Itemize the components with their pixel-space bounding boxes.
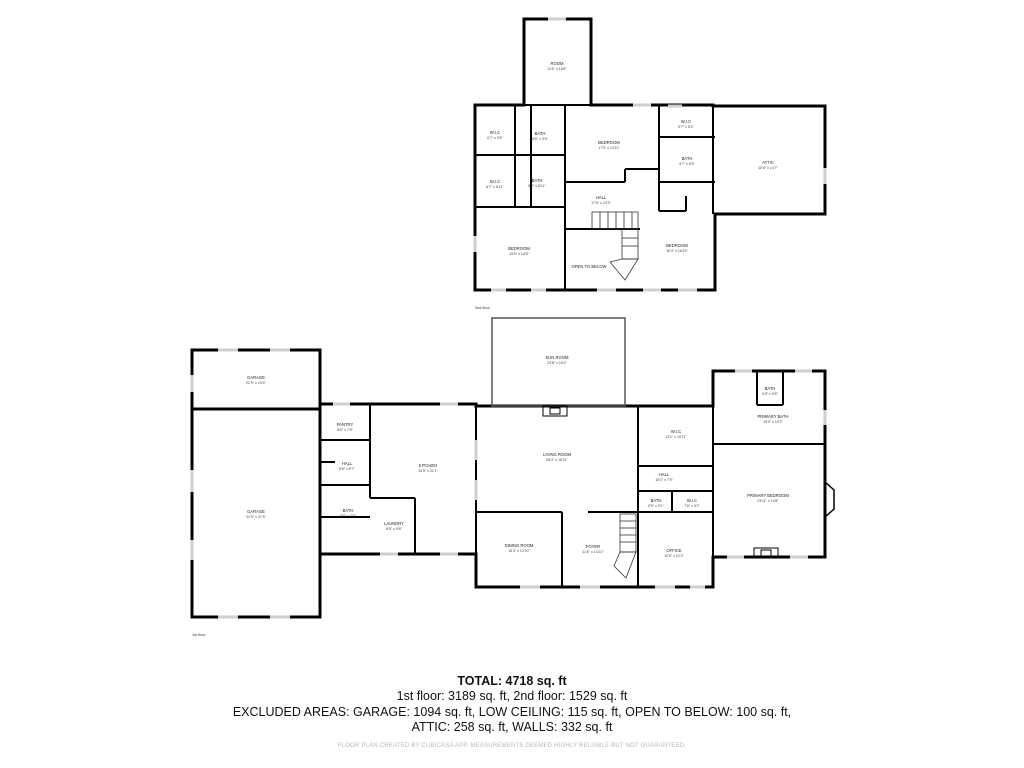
- first-floor-label: 1st floor: [192, 633, 206, 637]
- room-dimensions: 6'7" x 9'5": [487, 136, 503, 140]
- room-label: BATH: [343, 508, 354, 513]
- room-dimensions: 8'6" x 6'7": [339, 467, 355, 471]
- room-label: HALL: [342, 461, 353, 466]
- room-label: ROOM: [550, 61, 564, 66]
- room-dimensions: 15'5" x 14'8": [509, 252, 529, 256]
- first-floor-room-labels: GARAGE 22'9" x 10'4" GARAGE 22'9" x 37'6…: [246, 355, 789, 558]
- total-area-text: TOTAL: 4718 sq. ft: [457, 674, 567, 688]
- room-label: DINING ROOM: [505, 543, 534, 548]
- room-dimensions: 23'8" x 15'4": [547, 361, 567, 365]
- second-floor-plan: 2nd floor: [473, 17, 827, 310]
- room-label: BEDROOM: [598, 140, 620, 145]
- room-dimensions: 28'4" x 18'11": [546, 458, 568, 462]
- room-dimensions: 17'5" x 13'11": [598, 146, 620, 150]
- room-dimensions: 5'5" x 5'1": [648, 504, 664, 508]
- room-dimensions: 9'7" x 8'5": [679, 162, 695, 166]
- first-floor-plan: 1st floor: [190, 317, 835, 637]
- room-dimensions: 14'5" x 21'1": [418, 469, 438, 473]
- room-label: SUN ROOM: [545, 355, 569, 360]
- room-label: W.I.C: [687, 498, 697, 503]
- room-label: OFFICE: [666, 548, 682, 553]
- room-dimensions: 11'5" x 15'8": [547, 67, 567, 71]
- room-label: LAUNDRY: [384, 521, 404, 526]
- room-dimensions: 22'9" x 37'6": [246, 515, 266, 519]
- fireplace: [753, 547, 779, 559]
- room-label: GARAGE: [247, 375, 265, 380]
- first-floor-interior-walls: [319, 371, 825, 587]
- first-floor-windows: [190, 348, 827, 619]
- sun-room-walls: [491, 317, 626, 407]
- floor-areas: 1st floor: 3189 sq. ft, 2nd floor: 1529 …: [0, 689, 1024, 703]
- room-dimensions: 8'6" x 9'5": [532, 137, 548, 141]
- room-dimensions: 8'6" x 7'9": [337, 428, 353, 432]
- room-label: PANTRY: [337, 422, 354, 427]
- room-label: KITCHEN: [419, 463, 437, 468]
- fireplace: [542, 405, 568, 417]
- disclaimer-text: FLOOR PLAN CREATED BY CUBICASA APP. MEAS…: [337, 743, 687, 749]
- room-dimensions: 23'11" x 19'8": [757, 499, 779, 503]
- room-label: BATH: [682, 156, 693, 161]
- room-dimensions: 10'5" x 12'2": [664, 554, 684, 558]
- room-dimensions: 19'0" x 13'2": [763, 420, 783, 424]
- room-label: BATH: [535, 131, 546, 136]
- excluded-areas-continued-text: ATTIC: 258 sq. ft, WALLS: 332 sq. ft: [411, 720, 613, 734]
- room-label: W.I.C: [681, 119, 691, 124]
- second-floor-room-labels: ROOM 11'5" x 15'8" W.I.C 6'7" x 9'5" BAT…: [486, 61, 778, 269]
- room-label: BATH: [532, 178, 543, 183]
- garage-walls: [190, 348, 322, 619]
- room-label: BEDROOM: [666, 243, 688, 248]
- room-label: BATH: [651, 498, 662, 503]
- room-dimensions: 22'9" x 10'4": [246, 381, 266, 385]
- room-dimensions: 7'8" x 5'2": [684, 504, 700, 508]
- room-label: HALL: [659, 472, 670, 477]
- room-label: PRIMARY BEDROOM: [747, 493, 789, 498]
- floor-areas-text: 1st floor: 3189 sq. ft, 2nd floor: 1529 …: [396, 689, 628, 703]
- room-label: W.I.C: [671, 429, 681, 434]
- room-dimensions: 8'6" x 7'5": [340, 514, 356, 518]
- room-dimensions: 10'2" x 7'9": [655, 478, 673, 482]
- excluded-areas-text: EXCLUDED AREAS: GARAGE: 1094 sq. ft, LOW…: [232, 705, 792, 719]
- room-dimensions: 6'7" x 8'11": [486, 185, 504, 189]
- room-label: GARAGE: [247, 509, 265, 514]
- room-label: FOYER: [586, 544, 600, 549]
- room-label: W.I.C: [490, 130, 500, 135]
- second-floor-stairs: [591, 211, 639, 281]
- room-dimensions: 15'3" x 13'10": [508, 549, 530, 553]
- excluded-areas: EXCLUDED AREAS: GARAGE: 1094 sq. ft, LOW…: [0, 705, 1024, 719]
- room-label: BEDROOM: [508, 246, 530, 251]
- room-dimensions: 6'9" x 5'6": [762, 392, 778, 396]
- room-dimensions: 16'4" x 18'10": [666, 249, 688, 253]
- room-dimensions: 17'5" x 13'3": [591, 201, 611, 205]
- second-floor-windows: [473, 17, 827, 292]
- room-label: W.I.C: [490, 179, 500, 184]
- second-floor-label: 2nd floor: [475, 306, 491, 310]
- disclaimer: FLOOR PLAN CREATED BY CUBICASA APP. MEAS…: [0, 743, 1024, 749]
- excluded-areas-continued: ATTIC: 258 sq. ft, WALLS: 332 sq. ft: [0, 720, 1024, 734]
- room-label: PRIMARY BATH: [758, 414, 789, 419]
- total-area: TOTAL: 4718 sq. ft: [0, 674, 1024, 688]
- room-label: LIVING ROOM: [543, 452, 571, 457]
- bay-window: [824, 481, 835, 518]
- second-floor-interior-walls: [475, 104, 715, 290]
- room-dimensions: 13'2" x 10'11": [665, 435, 687, 439]
- room-label: ATTIC: [762, 160, 774, 165]
- room-dimensions: 8'5" x 9'8": [386, 527, 402, 531]
- room-dimensions: 9'7" x 5'4": [678, 125, 694, 129]
- room-label: HALL: [596, 195, 607, 200]
- first-floor-stairs: [613, 513, 637, 579]
- room-dimensions: 11'8" x 13'10": [582, 550, 604, 554]
- room-label: OPEN TO BELOW: [572, 264, 607, 269]
- room-dimensions: 15'8" x 14'7": [758, 166, 778, 170]
- room-dimensions: 8'6" x 8'11": [528, 184, 546, 188]
- room-label: BATH: [765, 386, 776, 391]
